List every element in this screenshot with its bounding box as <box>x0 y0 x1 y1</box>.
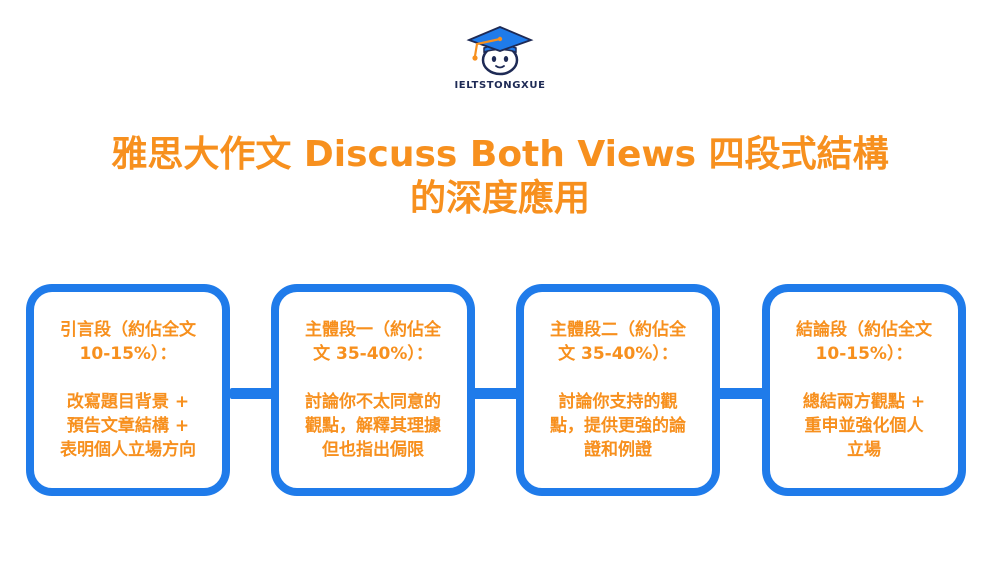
step-box-introduction: 引言段（約佔全文 10-15%）： 改寫題目背景 + 預告文章結構 + 表明個人… <box>26 284 230 496</box>
brand-logo: IELTSTONGXUE <box>440 18 560 98</box>
title-line-1: 雅思大作文 Discuss Both Views 四段式結構 <box>111 134 889 175</box>
box-body-line: 表明個人立場方向 <box>60 440 196 460</box>
box-heading-line: 10-15%）： <box>79 344 177 364</box>
title-line-2: 的深度應用 <box>409 178 590 219</box>
step-box-body-paragraph-2: 主體段二（約佔全 文 35-40%）： 討論你支持的觀 點，提供更強的論 證和例… <box>516 284 720 496</box>
flow-connector-line <box>230 388 770 399</box>
box-body-line: 討論你不太同意的 <box>305 392 441 412</box>
box-body-line: 重申並強化個人 <box>804 416 924 436</box>
box-body-line: 立場 <box>847 440 881 460</box>
box-body-line: 總結兩方觀點 + <box>802 392 926 412</box>
box-body-line: 討論你支持的觀 <box>558 392 678 412</box>
box-heading-line: 結論段（約佔全文 <box>796 320 932 340</box>
box-body-line: 點，提供更強的論 <box>550 416 686 436</box>
box-body-line: 但也指出侷限 <box>322 440 424 460</box>
box-heading-line: 引言段（約佔全文 <box>60 320 196 340</box>
step-box-body-paragraph-1: 主體段一（約佔全 文 35-40%）： 討論你不太同意的 觀點，解釋其理據 但也… <box>271 284 475 496</box>
step-box-conclusion: 結論段（約佔全文 10-15%）： 總結兩方觀點 + 重申並強化個人 立場 <box>762 284 966 496</box>
box-body-line: 改寫題目背景 + <box>66 392 190 412</box>
box-body-line: 觀點，解釋其理據 <box>305 416 441 436</box>
mascot-graduation-cap-icon <box>466 26 534 76</box>
box-heading-line: 主體段一（約佔全 <box>305 320 441 340</box>
box-heading-line: 主體段二（約佔全 <box>550 320 686 340</box>
box-heading-line: 文 35-40%）： <box>558 344 678 364</box>
box-body-line: 預告文章結構 + <box>66 416 190 436</box>
page-title: 雅思大作文 Discuss Both Views 四段式結構 的深度應用 <box>0 133 1000 221</box>
box-heading-line: 文 35-40%）： <box>313 344 433 364</box>
box-body-line: 證和例證 <box>584 440 652 460</box>
box-heading-line: 10-15%）： <box>815 344 913 364</box>
logo-wordmark: IELTSTONGXUE <box>454 80 546 91</box>
